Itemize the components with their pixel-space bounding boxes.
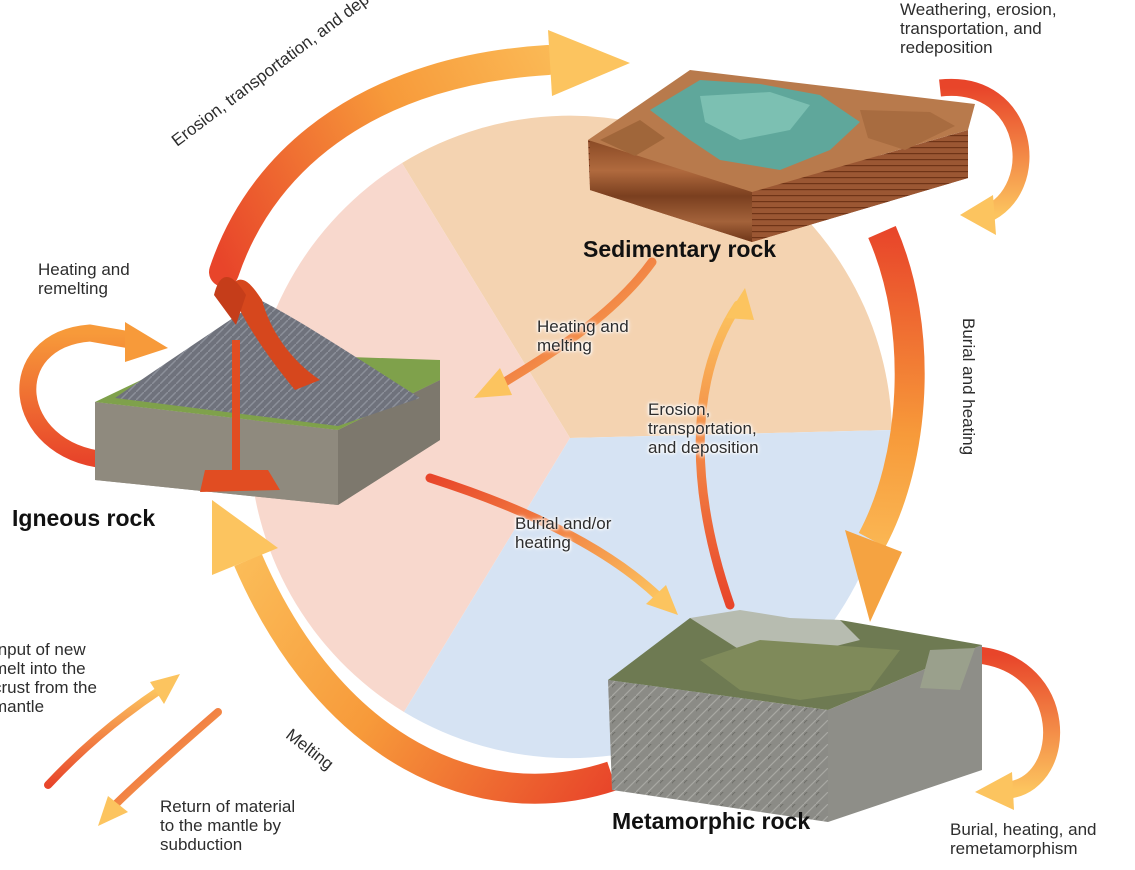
- label-heating-remelting: Heating and remelting: [38, 260, 130, 298]
- label-erosion-center-line-1: Erosion,: [648, 400, 711, 419]
- label-heating-melting: Heating and melting: [537, 317, 629, 355]
- label-burial-remetamorphism-line-2: remetamorphism: [950, 839, 1078, 858]
- metamorphic-rock-block: [608, 610, 982, 822]
- label-burial-or-heating: Burial and/or heating: [515, 514, 611, 552]
- label-burial-or-heating-line-2: heating: [515, 533, 571, 552]
- label-weathering: Weathering, erosion, transportation, and…: [900, 0, 1057, 57]
- arrow-melting: [234, 554, 617, 804]
- label-heating-remelting-line-2: remelting: [38, 279, 108, 298]
- metamorphic-rock-title: Metamorphic rock: [612, 808, 811, 834]
- label-erosion-center-line-3: and deposition: [648, 438, 759, 457]
- label-erosion-center-line-2: transportation,: [648, 419, 757, 438]
- arrow-return-material: [111, 708, 222, 809]
- arrowhead-burial-or-heating: [646, 585, 678, 615]
- label-input-new-melt-line-1: Input of new: [0, 640, 86, 659]
- loop-sedimentary: [939, 78, 1030, 223]
- label-return-material: Return of material to the mantle by subd…: [160, 797, 295, 854]
- arrow-burial-heating: [858, 225, 925, 548]
- arrowhead-input-new-melt: [150, 674, 180, 704]
- arrowhead-erosion-top: [548, 30, 630, 96]
- loop-arrows: [19, 78, 1061, 810]
- sedimentary-rock-title: Sedimentary rock: [583, 236, 777, 262]
- arrowhead-erosion-center: [726, 288, 754, 320]
- label-return-material-line-2: to the mantle by: [160, 816, 281, 835]
- label-burial-heating: Burial and heating: [959, 318, 978, 456]
- label-weathering-line-1: Weathering, erosion,: [900, 0, 1057, 19]
- label-heating-remelting-line-1: Heating and: [38, 260, 130, 279]
- cycle-arrows: [209, 30, 925, 804]
- sedimentary-rock-block: [588, 70, 975, 242]
- arrowhead-return-material: [98, 796, 128, 826]
- label-burial-remetamorphism-line-1: Burial, heating, and: [950, 820, 1097, 839]
- arrowhead-melting: [212, 500, 278, 575]
- label-heating-melting-line-1: Heating and: [537, 317, 629, 336]
- label-burial-or-heating-line-1: Burial and/or: [515, 514, 612, 533]
- loop-igneous-head: [125, 322, 168, 362]
- arrow-heating-melting: [495, 257, 657, 390]
- label-burial-remetamorphism: Burial, heating, and remetamorphism: [950, 820, 1097, 858]
- label-erosion-center: Erosion, transportation, and deposition: [648, 400, 759, 457]
- label-input-new-melt-line-2: melt into the: [0, 659, 86, 678]
- loop-igneous: [19, 324, 132, 469]
- label-return-material-line-3: subduction: [160, 835, 243, 854]
- arrow-erosion-center: [695, 300, 743, 610]
- arrowhead-heating-melting: [474, 368, 512, 398]
- igneous-rock-block: [95, 276, 440, 505]
- label-input-new-melt: Input of new melt into the crust from th…: [0, 640, 97, 716]
- inner-arrows: [44, 257, 754, 826]
- loop-metamorphic-head: [975, 772, 1014, 810]
- igneous-rock-title: Igneous rock: [12, 505, 156, 531]
- label-return-material-line-1: Return of material: [160, 797, 296, 816]
- loop-sedimentary-head: [960, 195, 996, 235]
- arrow-input-new-melt: [44, 686, 164, 789]
- arrow-burial-or-heating: [425, 473, 665, 603]
- loop-metamorphic: [976, 646, 1061, 799]
- label-heating-melting-line-2: melting: [537, 336, 592, 355]
- label-weathering-line-2: transportation, and: [900, 19, 1042, 38]
- label-weathering-line-3: redeposition: [900, 38, 993, 57]
- label-input-new-melt-line-3: crust from the: [0, 678, 97, 697]
- label-input-new-melt-line-4: mantle: [0, 697, 45, 716]
- arrowhead-burial-heating: [845, 530, 902, 622]
- arrow-erosion-top: [209, 45, 563, 287]
